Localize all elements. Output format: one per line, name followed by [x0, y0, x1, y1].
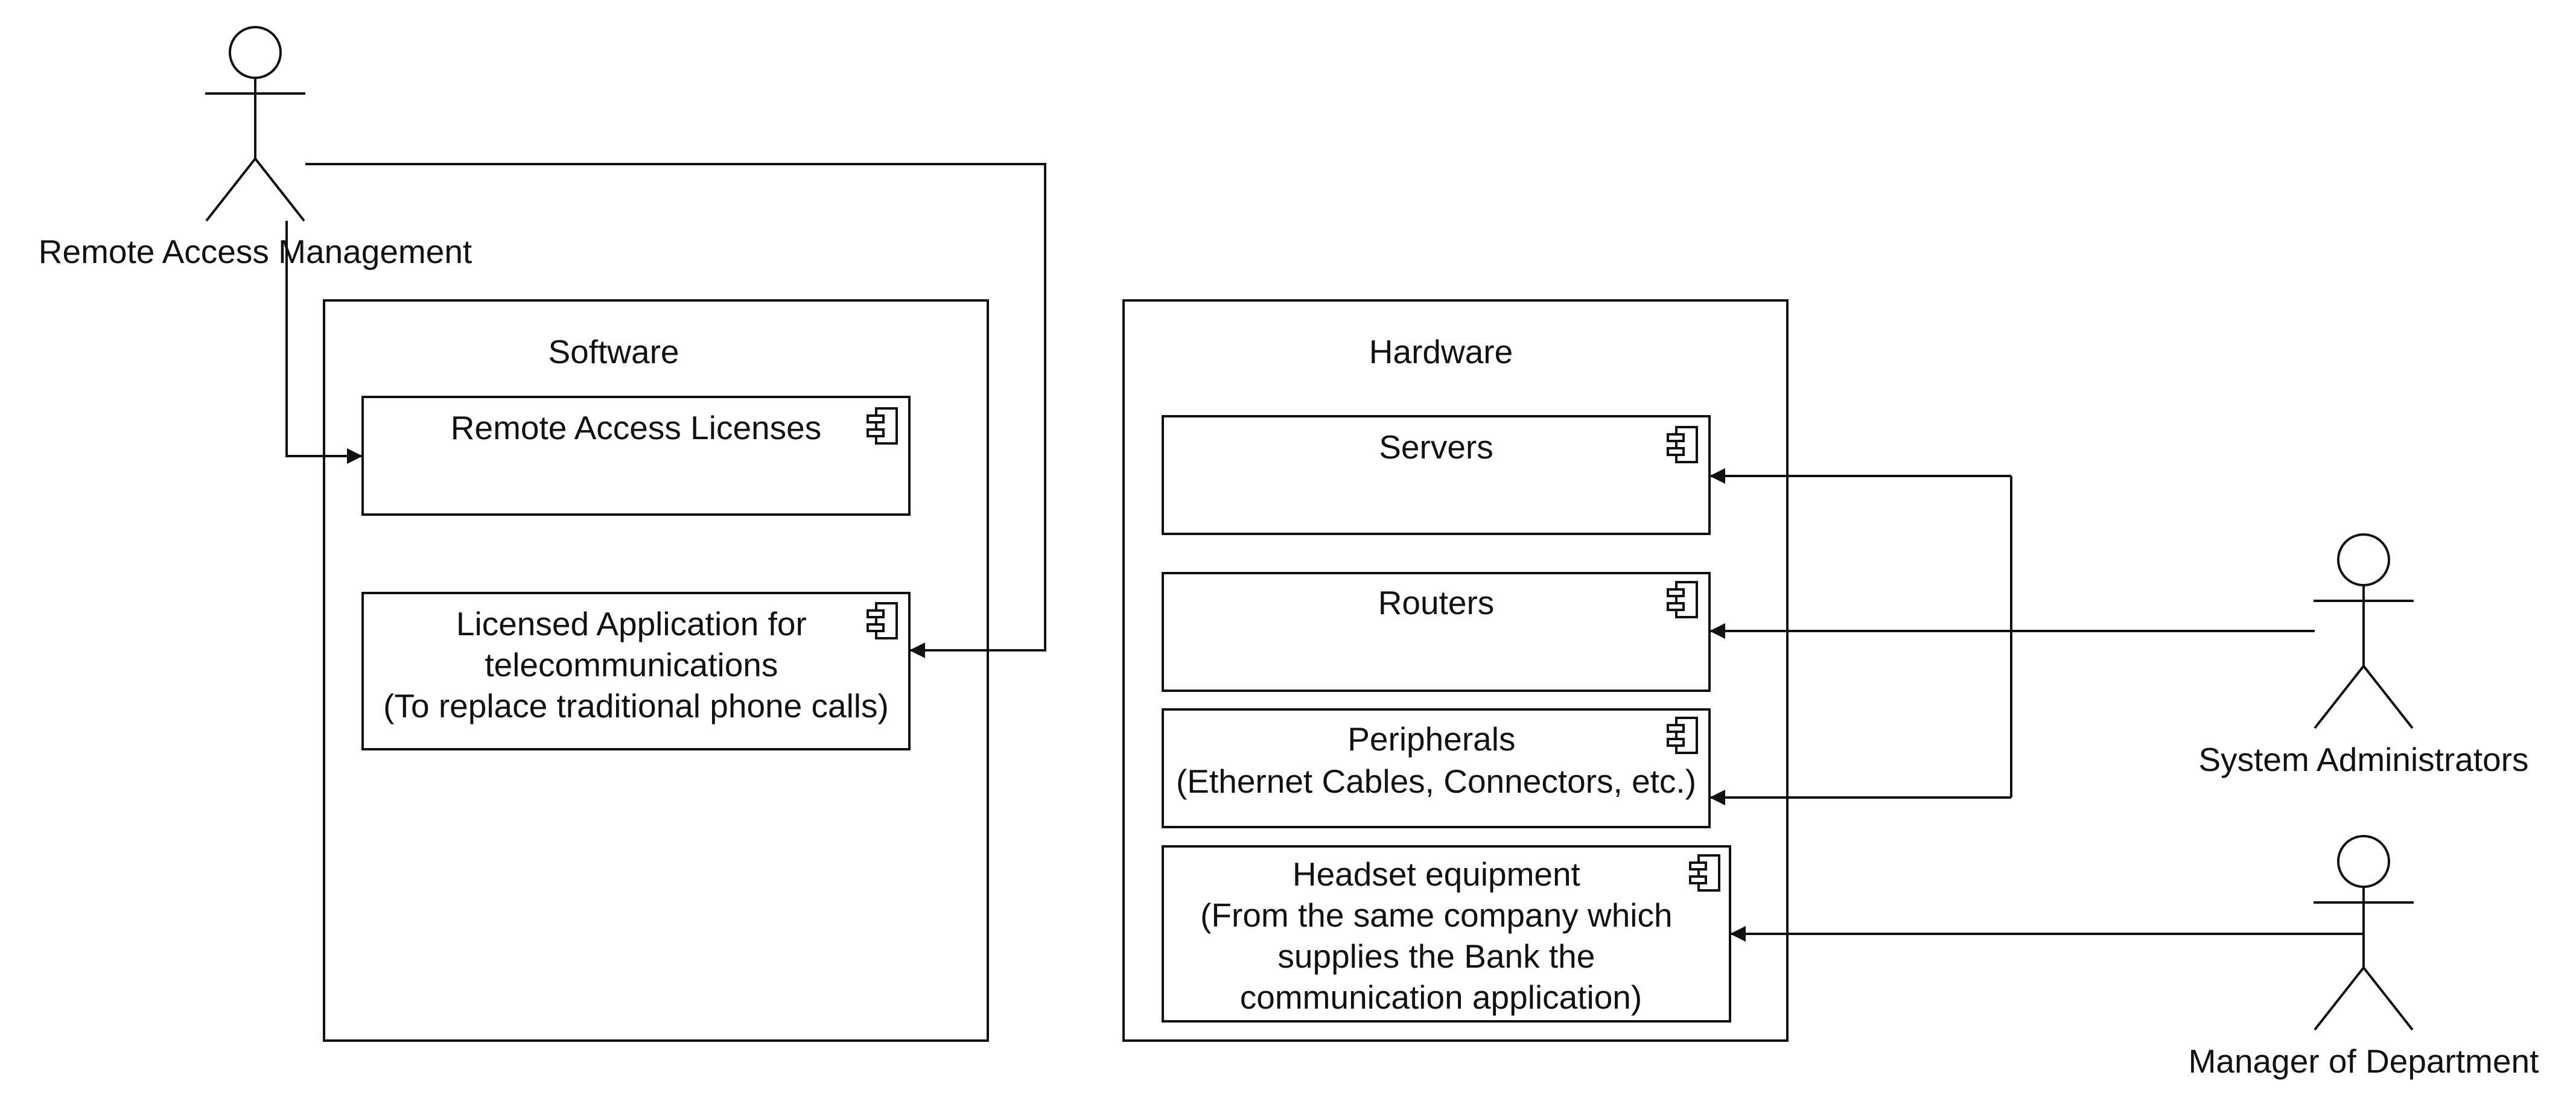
component-icon — [1667, 426, 1698, 463]
actor-label: Manager of Department — [2189, 1042, 2539, 1080]
connectors — [285, 163, 2364, 942]
component-icon — [1689, 854, 1720, 892]
component-label: Headset equipment (From the same company… — [1200, 855, 1682, 1016]
actor-label: System Administrators — [2198, 741, 2528, 778]
hardware-node: Hardware Servers Routers — [1122, 299, 1789, 1042]
component-remote-access-licenses: Remote Access Licenses — [361, 396, 911, 516]
actor-manager-of-department: Manager of Department — [2189, 835, 2539, 1080]
component-label: Peripherals (Ethernet Cables, Connectors… — [1176, 720, 1696, 800]
connector-remote-access-to-licenses — [285, 221, 363, 464]
component-label: Routers — [1378, 584, 1495, 621]
actor-system-administrators: System Administrators — [2198, 533, 2529, 778]
component-label: Remote Access Licenses — [451, 409, 821, 446]
node-title: Hardware — [1369, 333, 1513, 370]
component-licensed-application: Licensed Application for telecommunicati… — [361, 592, 911, 750]
software-node: Software Remote Access Licenses Licensed… — [323, 299, 989, 1042]
stick-figure-icon — [2314, 835, 2414, 1031]
connector-remote-access-to-licensed-app — [305, 163, 1046, 658]
component-icon — [1667, 717, 1698, 754]
component-servers: Servers — [1162, 415, 1711, 535]
node-title: Software — [548, 333, 679, 370]
stick-figure-icon — [205, 26, 305, 222]
component-icon — [867, 407, 898, 445]
component-label: Servers — [1379, 428, 1493, 466]
actor-label: Remote Access Management — [39, 233, 472, 270]
component-icon — [1667, 581, 1698, 618]
component-headset-equipment: Headset equipment (From the same company… — [1162, 845, 1731, 1023]
component-peripherals: Peripherals (Ethernet Cables, Connectors… — [1162, 708, 1711, 828]
component-label: Licensed Application for telecommunicati… — [383, 605, 889, 725]
component-icon — [867, 602, 898, 639]
component-routers: Routers — [1162, 572, 1711, 692]
actor-remote-access-management: Remote Access Management — [39, 26, 472, 270]
stick-figure-icon — [2314, 533, 2414, 729]
